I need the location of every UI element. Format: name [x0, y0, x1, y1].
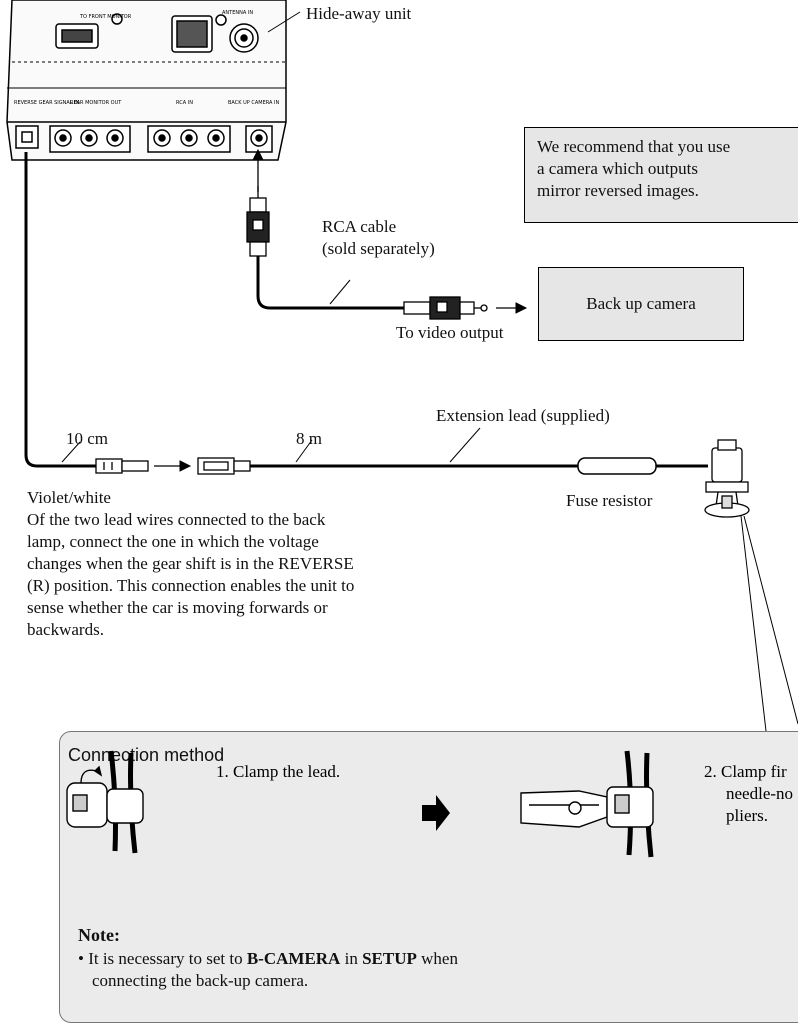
note-label: Note:: [78, 925, 120, 945]
step2-text-line3: pliers.: [726, 806, 768, 825]
unit-label-reverse: REVERSE GEAR SIGNAL IN: [14, 100, 80, 106]
len-8m-leader: [295, 439, 313, 463]
note-text-part: • It is necessary to set to: [78, 949, 247, 968]
lead-color: Violet/white: [27, 488, 111, 507]
description-line: Of the two lead wires connected to the b…: [27, 510, 326, 529]
unit-leader-line: [267, 11, 301, 33]
label-rca-cable: RCA cable: [322, 217, 397, 236]
unit-label-antenna: ANTENNA IN: [222, 10, 253, 16]
description-text: Violet/white Of the two lead wires conne…: [27, 487, 354, 641]
note-text-part: when: [416, 949, 458, 968]
lead-connector-male: [95, 458, 149, 474]
label-fuse-resistor: Fuse resistor: [566, 491, 653, 510]
description-line: changes when the gear shift is in the RE…: [27, 554, 354, 573]
description-line: sense whether the car is moving forwards…: [27, 598, 328, 617]
description-line: backwards.: [27, 620, 104, 639]
clamp-step2-illustration: [520, 750, 654, 858]
unit-label-rca-in: RCA IN: [176, 100, 193, 106]
description-line: lamp, connect the one in which the volta…: [27, 532, 319, 551]
connection-method-illustrations: 1. Clamp the lead. 2. Clamp fir needle-n…: [66, 750, 793, 858]
description-line: (R) position. This connection enables th…: [27, 576, 355, 595]
step2-text-line2: needle-no: [726, 784, 793, 803]
reverse-lead: [24, 152, 96, 468]
len-10cm-leader: [61, 441, 81, 463]
recommend-box: We recommend that you use a camera which…: [524, 127, 798, 223]
note-text-part: in: [340, 949, 363, 968]
rca-plug-vertical: [246, 186, 270, 257]
back-up-camera-box: Back up camera: [538, 267, 744, 341]
label-8m: 8 m: [296, 429, 322, 448]
callout-line-right: [743, 515, 798, 725]
note-line-2: connecting the back-up camera.: [92, 971, 309, 990]
label-10cm: 10 cm: [66, 429, 109, 448]
rca-plug-horizontal: [403, 296, 488, 320]
note-b-camera: B-CAMERA: [246, 949, 341, 968]
hideaway-unit: [6, 0, 287, 161]
fuse-resistor: [577, 457, 657, 475]
unit-label-rear-monitor: REAR MONITOR OUT: [70, 100, 122, 106]
connection-method-title: Connection method: [68, 745, 225, 765]
label-rca-sold-separately: (sold separately): [322, 239, 435, 258]
note-line-1: • It is necessary to set to B-CAMERA in …: [78, 948, 458, 970]
recommend-line: mirror reversed images.: [537, 181, 699, 200]
callout-line-left: [740, 515, 767, 732]
unit-label-front-monitor: TO FRONT MONITOR: [79, 14, 132, 20]
step-arrow: [422, 795, 450, 831]
camera-in-arrow: [252, 148, 264, 192]
label-extension-lead: Extension lead (supplied): [436, 406, 610, 425]
extension-leader: [449, 427, 481, 463]
connect-arrow: [154, 460, 192, 472]
recommend-line: We recommend that you use: [537, 137, 731, 156]
note-text: • It is necessary to set to B-CAMERA in …: [78, 948, 458, 992]
rca-leader-line: [329, 279, 351, 305]
step2-text-line1: 2. Clamp fir: [704, 762, 787, 781]
to-camera-arrow: [496, 302, 528, 314]
recommend-line: a camera which outputs: [537, 159, 698, 178]
label-hideaway-unit: Hide-away unit: [306, 4, 412, 23]
unit-label-backup-in: BACK UP CAMERA IN: [228, 100, 280, 106]
note-setup: SETUP: [362, 949, 417, 968]
connection-method-panel: [59, 731, 798, 1023]
step1-text: 1. Clamp the lead.: [216, 762, 340, 781]
wire-clamp: [704, 439, 750, 518]
rca-cable: [256, 256, 406, 310]
clamp-step1-illustration: [66, 750, 144, 854]
lead-connector-female: [197, 457, 251, 475]
back-up-camera-label: Back up camera: [586, 294, 696, 313]
label-to-video-output: To video output: [396, 323, 504, 342]
